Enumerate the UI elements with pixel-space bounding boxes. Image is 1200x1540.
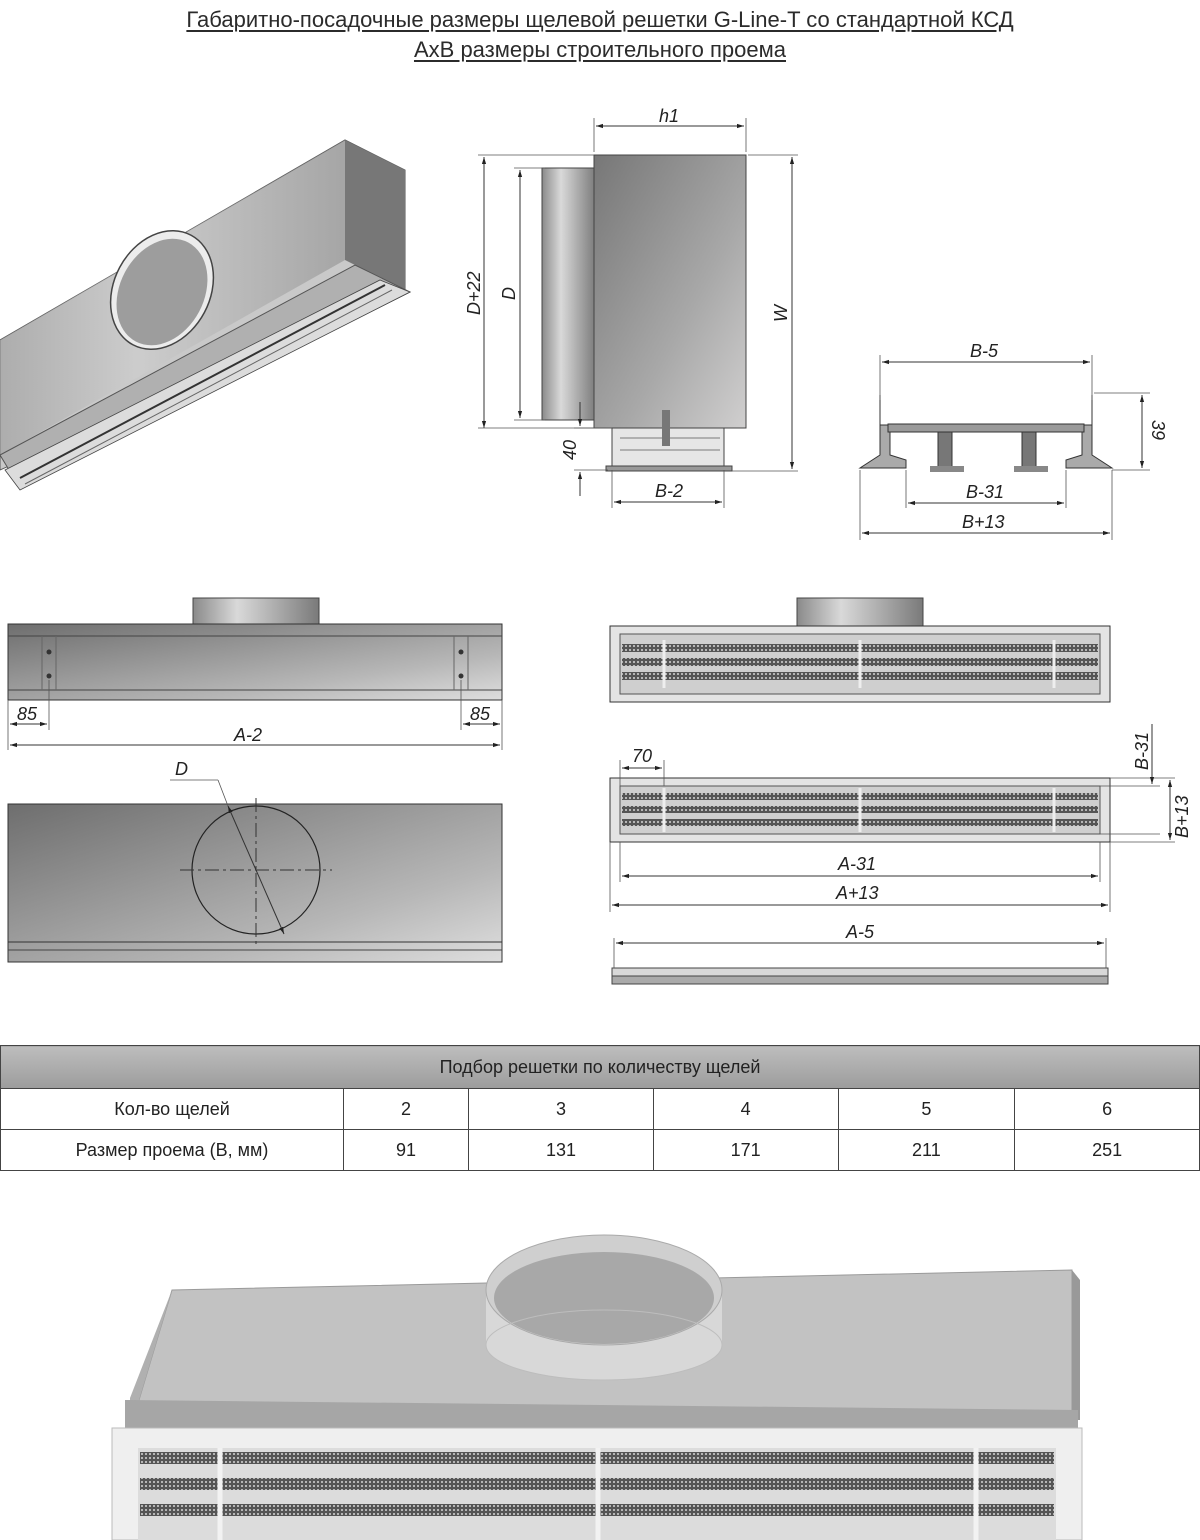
label-d-side: D xyxy=(499,287,519,300)
label-85-left: 85 xyxy=(17,704,38,724)
label-40: 40 xyxy=(560,440,580,460)
isometric-plenum-top xyxy=(0,139,412,491)
label-a-minus-5: A-5 xyxy=(845,922,875,942)
table-cell: 3 xyxy=(468,1088,654,1130)
table-cell: 211 xyxy=(837,1129,1016,1171)
label-b-minus-31-front: B-31 xyxy=(1132,732,1152,770)
label-a-plus-13: A+13 xyxy=(835,883,879,903)
title-line-2: AxB размеры строительного проема xyxy=(413,37,786,62)
grille-side-profile xyxy=(611,938,1109,985)
label-70: 70 xyxy=(632,746,652,766)
table-cell: 251 xyxy=(1014,1129,1200,1171)
label-85-right: 85 xyxy=(470,704,491,724)
grille-front-view xyxy=(609,724,1175,912)
label-d-circle: D xyxy=(175,759,188,779)
table-cell: 5 xyxy=(837,1088,1016,1130)
plenum-top-view xyxy=(7,597,503,750)
plenum-front-view xyxy=(7,779,503,963)
label-b-plus-13-front: B+13 xyxy=(1172,795,1192,838)
table-cell: 4 xyxy=(652,1088,839,1130)
label-b-minus-2: B-2 xyxy=(655,481,683,501)
label-b-plus-13-section: B+13 xyxy=(962,512,1005,532)
title-line-1: Габаритно-посадочные размеры щелевой реш… xyxy=(186,7,1014,32)
label-b-minus-5: B-5 xyxy=(970,341,999,361)
isometric-render-bottom xyxy=(111,1234,1083,1540)
table-row: Кол-во щелей 2 3 4 5 6 xyxy=(0,1088,1200,1130)
table-cell: 131 xyxy=(468,1129,654,1171)
label-w: W xyxy=(771,303,791,322)
label-d-plus-22: D+22 xyxy=(464,271,484,315)
row-label-opening-size: Размер проема (B, мм) xyxy=(0,1129,344,1171)
side-view xyxy=(478,118,798,508)
table-caption-row: Подбор решетки по количеству щелей xyxy=(0,1045,1200,1089)
table-caption: Подбор решетки по количеству щелей xyxy=(0,1045,1200,1089)
table-cell: 171 xyxy=(652,1129,839,1171)
table-cell: 6 xyxy=(1014,1088,1200,1130)
label-a-minus-31: A-31 xyxy=(837,854,876,874)
table-cell: 2 xyxy=(342,1088,470,1130)
grille-top-view xyxy=(609,597,1111,703)
label-a-minus-2: A-2 xyxy=(233,725,262,745)
cross-section-view xyxy=(858,355,1150,540)
table-row: Размер проема (B, мм) 91 131 171 211 251 xyxy=(0,1129,1200,1171)
label-b-minus-31-section: B-31 xyxy=(966,482,1004,502)
label-39: 39 xyxy=(1148,420,1168,440)
table-cell: 91 xyxy=(342,1129,470,1171)
label-h1: h1 xyxy=(659,106,679,126)
selection-table: Подбор решетки по количеству щелей Кол-в… xyxy=(0,1045,1200,1171)
row-label-slots: Кол-во щелей xyxy=(0,1088,344,1130)
